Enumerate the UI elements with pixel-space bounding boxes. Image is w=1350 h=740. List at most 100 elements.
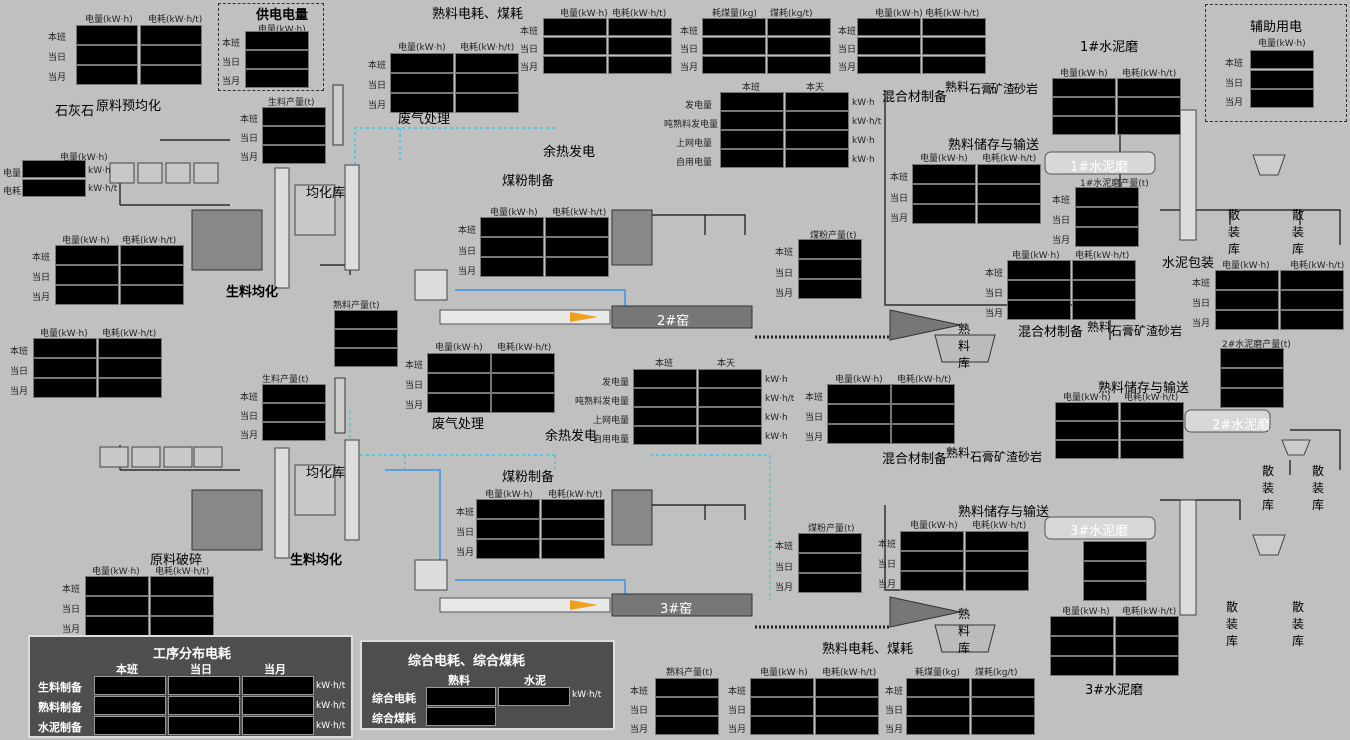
row-label: 本班	[32, 253, 51, 263]
value-cell	[1215, 310, 1279, 330]
process-power-summary-panel: 工序分布电耗 本班 当日 当月 生料制备 熟料制备 水泥制备 kW·h/t kW…	[28, 635, 353, 738]
value-cell	[140, 45, 202, 65]
row-label: 当月	[630, 725, 649, 735]
value-cell	[900, 531, 964, 551]
value-cell	[94, 716, 166, 735]
waste-heat-label-2: 余热发电	[545, 429, 598, 444]
col-header-day: 本天	[806, 83, 825, 93]
value-cell	[426, 707, 496, 726]
row-label: 本班	[680, 27, 699, 37]
col-header-rate: 电耗(kW·h/t)	[122, 236, 177, 246]
value-cell	[242, 676, 314, 695]
power-row-label: 吨熟料发电量	[664, 120, 719, 130]
value-cell	[891, 404, 955, 424]
summary-row-label: 综合煤耗	[372, 712, 416, 725]
row-label: 当日	[985, 289, 1004, 299]
side-row-label: 电耗	[3, 187, 22, 197]
summary-title: 工序分布电耗	[153, 647, 232, 662]
value-cell	[906, 678, 970, 697]
summary-row-label: 综合电耗	[372, 692, 416, 705]
value-cell	[815, 716, 879, 735]
value-cell	[245, 50, 309, 69]
summary-row-label: 生料制备	[38, 681, 82, 694]
value-cell	[480, 257, 544, 277]
bulk-silo-label: 散装库	[1292, 600, 1305, 648]
row-label: 本班	[1052, 196, 1071, 206]
col-header-power: 电量(kW·h)	[85, 15, 133, 25]
silo-label: 砂岩	[1158, 324, 1183, 338]
value-cell	[900, 551, 964, 571]
row-label: 当日	[728, 706, 747, 716]
clinker-silos	[889, 309, 996, 653]
row-label: 当月	[805, 433, 824, 443]
value-cell	[262, 145, 326, 164]
value-cell	[857, 37, 921, 55]
clinker-power-coal-title-bottom: 熟料电耗、煤耗	[822, 642, 914, 657]
value-cell	[698, 426, 762, 445]
value-cell	[633, 407, 697, 426]
row-label: 当月	[240, 153, 259, 163]
value-cell	[1072, 300, 1136, 320]
value-cell	[476, 499, 540, 519]
unit: kW·h	[765, 375, 788, 385]
value-cell	[1220, 368, 1284, 388]
value-cell	[702, 18, 766, 36]
row-label: 本班	[62, 585, 81, 595]
value-cell	[1280, 290, 1344, 310]
mill3-title-bottom: 3#水泥磨	[1085, 683, 1144, 698]
value-cell	[545, 217, 609, 237]
value-cell	[455, 53, 519, 73]
row-label: 当月	[885, 725, 904, 735]
row-label: 本班	[630, 687, 649, 697]
value-cell	[1280, 310, 1344, 330]
col-header-power: 电量(kW·h)	[910, 521, 958, 531]
value-cell	[655, 697, 719, 716]
exhaust-label-2: 废气处理	[432, 417, 485, 432]
value-cell	[965, 571, 1029, 591]
value-cell	[971, 678, 1035, 697]
col-header-rate: 电耗(kW·h/t)	[1122, 69, 1177, 79]
silo-label: 矿渣	[994, 450, 1019, 464]
value-cell	[971, 697, 1035, 716]
value-cell	[1055, 421, 1119, 440]
value-cell	[906, 716, 970, 735]
value-cell	[168, 696, 240, 715]
mill1-label: 1#水泥磨	[1070, 160, 1129, 175]
unit: kW·h	[852, 155, 875, 165]
value-cell	[965, 531, 1029, 551]
row-label: 本班	[456, 508, 475, 518]
value-cell	[1120, 421, 1184, 440]
unit: kW·h	[765, 432, 788, 442]
value-cell	[390, 73, 454, 93]
row-label: 本班	[805, 393, 824, 403]
value-cell	[76, 25, 138, 45]
value-cell	[698, 369, 762, 388]
value-cell	[33, 338, 97, 358]
value-cell	[245, 69, 309, 88]
value-cell	[977, 164, 1041, 184]
summary-col-header: 水泥	[524, 674, 546, 687]
row-label: 当日	[456, 528, 475, 538]
value-cell	[1050, 656, 1114, 676]
value-cell	[798, 259, 862, 279]
clinker-storage-label-2: 熟料储存与输送	[1098, 381, 1190, 396]
packing-silos	[1252, 154, 1311, 556]
col-header-rate: 电耗(kW·h/t)	[1075, 251, 1130, 261]
col-header-coal-rate: 煤耗(kg/t)	[975, 668, 1018, 678]
row-label: 当日	[890, 194, 909, 204]
value-cell	[390, 93, 454, 113]
value-cell	[491, 373, 555, 393]
value-cell	[750, 716, 814, 735]
raw-homogen-label-2: 生料均化	[290, 553, 343, 568]
row-label: 当日	[240, 134, 259, 144]
row-label: 本班	[728, 687, 747, 697]
value-cell	[798, 553, 862, 573]
row-label: 当月	[456, 548, 475, 558]
bulk-silo-label: 散装库	[1262, 464, 1275, 512]
value-cell	[900, 571, 964, 591]
col-header-clinker-output: 熟料产量(t)	[666, 668, 713, 678]
col-header-coal-rate: 煤耗(kg/t)	[770, 9, 813, 19]
row-label: 当日	[405, 381, 424, 391]
waste-heat-label-1: 余热发电	[543, 145, 596, 160]
